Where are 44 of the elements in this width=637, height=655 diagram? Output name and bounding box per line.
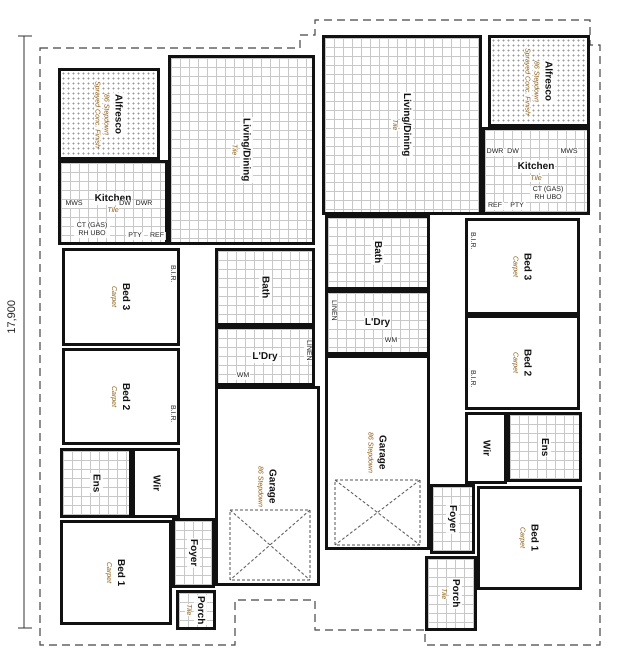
room-name: Alfresco [112, 92, 124, 135]
room [215, 386, 320, 586]
room [215, 248, 315, 326]
room [430, 484, 475, 554]
room-name: Ens [90, 472, 102, 494]
room-name: Garage [266, 468, 278, 504]
room [325, 355, 430, 550]
room-name: Living/Dining [240, 117, 252, 183]
room [425, 556, 477, 631]
room [60, 448, 132, 518]
room-name: Living/Dining [400, 92, 413, 158]
room-name: Foyer [187, 538, 200, 568]
room [176, 590, 216, 630]
room-name: Bath [258, 274, 272, 300]
room-name: Porch [194, 594, 207, 626]
room [62, 348, 180, 445]
room-name: Porch [449, 578, 462, 609]
room [322, 35, 482, 215]
dimension-label: 17,900 [6, 300, 18, 334]
room [325, 215, 430, 290]
room [132, 448, 180, 518]
room [62, 248, 180, 346]
room [215, 326, 315, 386]
room-name: L'Dry [251, 350, 279, 362]
room [60, 520, 172, 625]
room [168, 55, 315, 245]
room [477, 486, 582, 590]
room [465, 315, 580, 410]
room [58, 68, 160, 160]
room [172, 518, 215, 588]
room [507, 412, 582, 482]
room-name: L'Dry [364, 316, 392, 329]
room [465, 218, 580, 315]
room [325, 290, 430, 355]
room-name: Bath [371, 240, 384, 265]
room-name: Ens [538, 436, 551, 458]
room [58, 160, 168, 245]
room [465, 412, 507, 484]
room-name: Alfresco [542, 60, 554, 102]
room [482, 127, 590, 215]
room [488, 35, 590, 127]
room-name: Garage [376, 434, 388, 471]
room-name: Foyer [446, 504, 459, 534]
room-name: Kitchen [516, 160, 556, 173]
